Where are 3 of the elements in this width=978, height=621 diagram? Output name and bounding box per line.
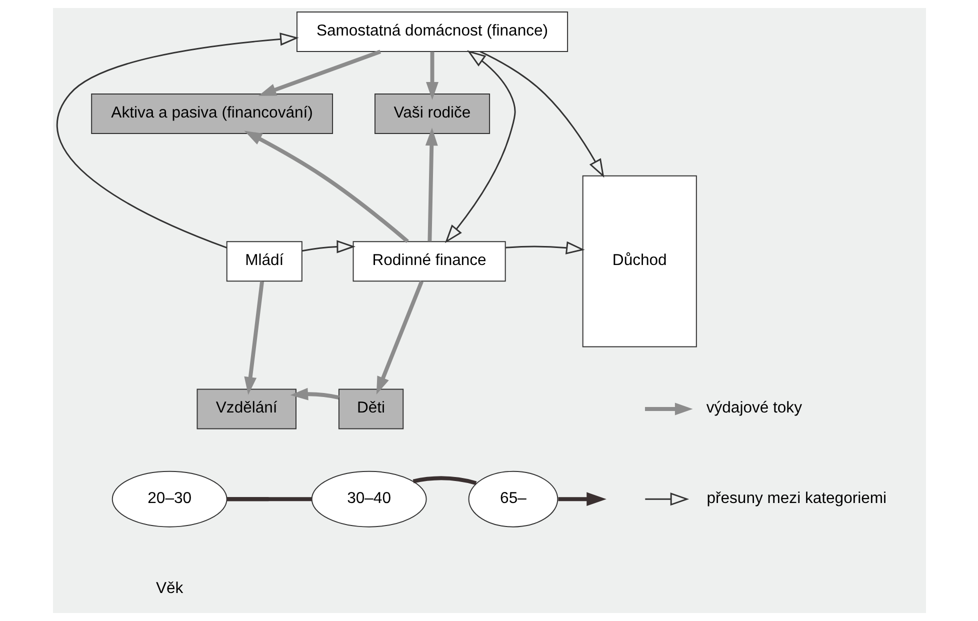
label: Věk xyxy=(155,580,183,598)
legend-label: přesuny mezi kategoriemi xyxy=(706,490,886,507)
legend-label: výdajové toky xyxy=(706,400,802,417)
